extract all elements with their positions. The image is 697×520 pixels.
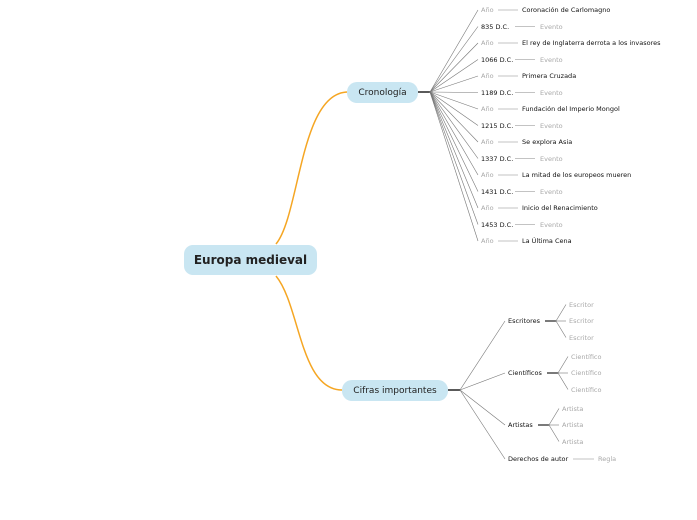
timeline-value[interactable]: Evento bbox=[540, 220, 563, 229]
cronologia-link bbox=[429, 59, 479, 93]
timeline-value[interactable]: Coronación de Carlomagno bbox=[522, 6, 611, 14]
timeline-key[interactable]: 1431 D.C. bbox=[481, 187, 514, 196]
figure-child[interactable]: Científico bbox=[571, 352, 602, 361]
timeline-value[interactable]: Fundación del Imperio Mongol bbox=[522, 105, 620, 113]
child-link bbox=[555, 304, 567, 322]
cronologia-link bbox=[429, 91, 479, 242]
cifras-link bbox=[459, 389, 506, 426]
cronologia-link bbox=[429, 91, 479, 209]
figure-child[interactable]: Artista bbox=[562, 404, 584, 413]
timeline-key[interactable]: Año bbox=[481, 39, 494, 47]
timeline-value[interactable]: Evento bbox=[540, 22, 563, 31]
child-link bbox=[548, 408, 560, 426]
timeline-key[interactable]: 835 D.C. bbox=[481, 22, 510, 31]
cifras-link bbox=[459, 389, 506, 460]
timeline-value[interactable]: Evento bbox=[540, 121, 563, 130]
branch-cifras bbox=[275, 275, 343, 391]
timeline-value[interactable]: Evento bbox=[540, 55, 563, 64]
child-link bbox=[557, 356, 569, 374]
timeline-key[interactable]: 1337 D.C. bbox=[481, 154, 514, 163]
timeline-value[interactable]: La Última Cena bbox=[522, 237, 572, 245]
timeline-key[interactable]: 1066 D.C. bbox=[481, 55, 514, 64]
figure-child[interactable]: Científico bbox=[571, 385, 602, 394]
timeline-key[interactable]: Año bbox=[481, 6, 494, 14]
topic-cifras-importantes[interactable]: Cifras importantes bbox=[342, 380, 448, 401]
topic-cronologia[interactable]: Cronología bbox=[347, 82, 418, 103]
cronologia-link bbox=[429, 26, 479, 93]
child-link bbox=[548, 424, 560, 442]
cronologia-link bbox=[429, 91, 479, 110]
figure-child[interactable]: Artista bbox=[562, 437, 584, 446]
cronologia-link bbox=[429, 91, 479, 126]
timeline-key[interactable]: Año bbox=[481, 72, 494, 80]
figure-child[interactable]: Artista bbox=[562, 421, 584, 429]
timeline-value[interactable]: Evento bbox=[540, 187, 563, 196]
timeline-key[interactable]: Año bbox=[481, 171, 494, 179]
cronologia-link bbox=[429, 42, 479, 93]
timeline-key[interactable]: Año bbox=[481, 105, 494, 113]
child-link bbox=[557, 372, 569, 390]
timeline-value[interactable]: La mitad de los europeos mueren bbox=[522, 171, 632, 179]
figure-group-label[interactable]: Científicos bbox=[508, 369, 542, 377]
figure-child[interactable]: Escritor bbox=[569, 317, 594, 325]
timeline-value[interactable]: Inicio del Renacimiento bbox=[522, 204, 598, 212]
timeline-key[interactable]: Año bbox=[481, 138, 494, 146]
cifras-connectors bbox=[448, 304, 594, 460]
timeline-key[interactable]: Año bbox=[481, 237, 494, 245]
cronologia-link bbox=[429, 75, 479, 93]
cifras-link bbox=[459, 320, 506, 391]
cronologia-link bbox=[429, 91, 479, 143]
branch-cronologia bbox=[275, 91, 349, 245]
figure-child[interactable]: Científico bbox=[571, 369, 602, 377]
cifras-link bbox=[459, 372, 506, 391]
timeline-value[interactable]: Se explora Asia bbox=[522, 138, 573, 146]
timeline-value[interactable]: El rey de Inglaterra derrota a los invas… bbox=[522, 39, 661, 47]
cronologia-link bbox=[429, 91, 479, 192]
figure-group-label[interactable]: Derechos de autor bbox=[508, 455, 569, 463]
figure-child[interactable]: Escritor bbox=[569, 300, 594, 309]
timeline-key[interactable]: 1453 D.C. bbox=[481, 220, 514, 229]
figure-group-label[interactable]: Escritores bbox=[508, 317, 540, 325]
timeline-key[interactable]: 1215 D.C. bbox=[481, 121, 514, 130]
figure-group-label[interactable]: Artistas bbox=[508, 421, 533, 429]
cronologia-connectors bbox=[418, 9, 535, 242]
cronologia-link bbox=[429, 91, 479, 176]
child-link bbox=[555, 320, 567, 338]
cronologia-link bbox=[429, 9, 479, 93]
timeline-value[interactable]: Evento bbox=[540, 88, 563, 97]
cronologia-link bbox=[429, 91, 479, 225]
timeline-value[interactable]: Primera Cruzada bbox=[522, 72, 577, 80]
figure-child[interactable]: Escritor bbox=[569, 333, 594, 342]
timeline-value[interactable]: Evento bbox=[540, 154, 563, 163]
figure-child[interactable]: Regla bbox=[598, 455, 617, 463]
cronologia-link bbox=[429, 91, 479, 93]
timeline-key[interactable]: 1189 D.C. bbox=[481, 88, 514, 97]
timeline-key[interactable]: Año bbox=[481, 204, 494, 212]
cronologia-link bbox=[429, 91, 479, 159]
root-topic[interactable]: Europa medieval bbox=[184, 245, 317, 275]
